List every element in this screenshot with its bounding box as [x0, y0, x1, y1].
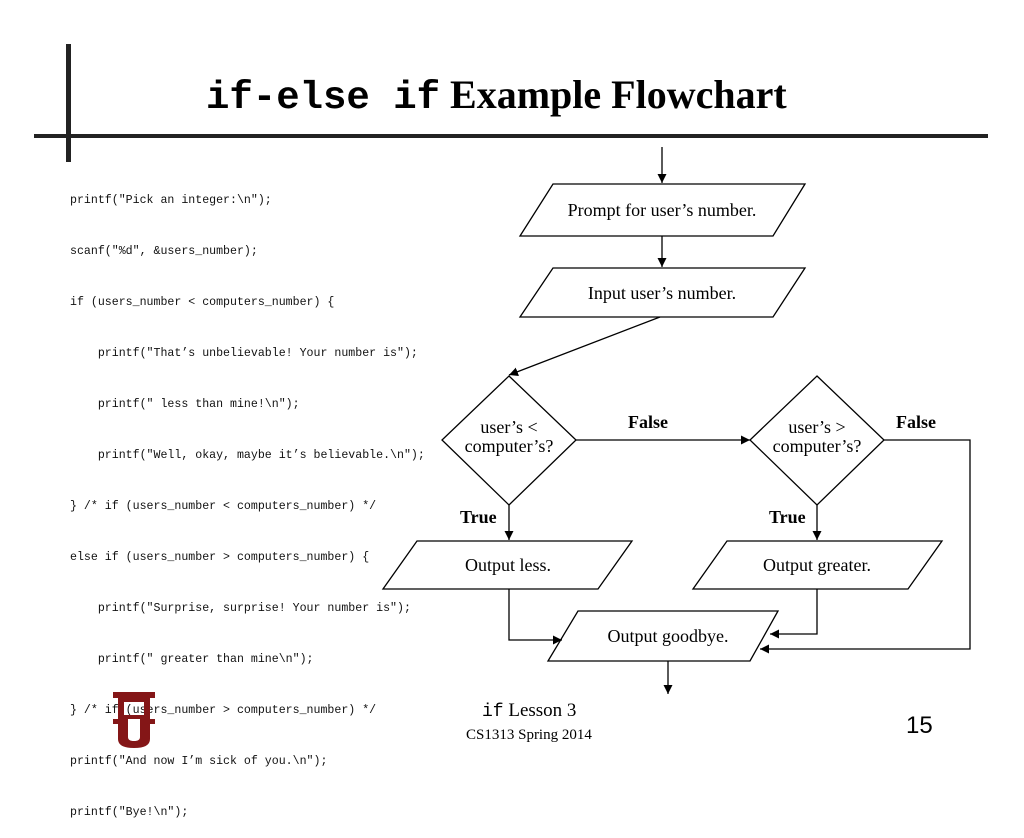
output-goodbye-box: [546, 610, 780, 662]
footer-keyword: if: [482, 702, 504, 722]
code-line: } /* if (users_number > computers_number…: [70, 704, 377, 717]
page-number: 15: [906, 712, 933, 739]
true-label-2: True: [769, 507, 806, 527]
output-less-label: Output less.: [465, 555, 551, 575]
footer-lesson: if Lesson 3: [482, 700, 576, 722]
slide-title: if-else if Example Flowchart: [206, 70, 787, 123]
ou-logo-icon: [113, 692, 155, 748]
code-line: printf("Bye!\n");: [70, 806, 189, 819]
code-line: scanf("%d", &users_number);: [70, 245, 258, 258]
code-line: else if (users_number > computers_number…: [70, 551, 370, 564]
prompt-box: [518, 183, 807, 237]
code-line: if (users_number < computers_number) {: [70, 296, 335, 309]
slide-title-code: if-else if: [206, 76, 441, 120]
output-greater-box: [691, 540, 944, 590]
true-label-1: True: [460, 507, 497, 527]
decision-greater-label-1: user’s >: [788, 417, 845, 437]
output-goodbye-label: Output goodbye.: [608, 626, 729, 646]
output-less-box: [381, 540, 634, 590]
false-arrow-2: [760, 439, 971, 654]
input-box: [518, 267, 807, 318]
greater-to-goodbye-arrow: [770, 589, 818, 639]
decision-less-label-2: computer’s?: [465, 436, 554, 456]
code-line: printf(" greater than mine\n");: [70, 653, 314, 666]
decision-greater-label-2: computer’s?: [773, 436, 862, 456]
code-line: printf("Pick an integer:\n");: [70, 194, 272, 207]
code-line: printf("That’s unbelievable! Your number…: [70, 347, 418, 360]
input-to-decision-arrow: [508, 316, 661, 376]
title-rule-horizontal: [34, 134, 988, 138]
false-label-1: False: [628, 412, 668, 432]
title-rule-vertical: [66, 44, 71, 162]
code-line: printf(" less than mine!\n");: [70, 398, 300, 411]
output-greater-label: Output greater.: [763, 555, 871, 575]
code-line: printf("And now I’m sick of you.\n");: [70, 755, 328, 768]
input-label: Input user’s number.: [588, 283, 736, 303]
code-line: printf("Well, okay, maybe it’s believabl…: [70, 449, 425, 462]
less-to-goodbye-arrow: [508, 589, 562, 645]
code-line: } /* if (users_number < computers_number…: [70, 500, 377, 513]
decision-less-label-1: user’s <: [480, 417, 537, 437]
false-label-2: False: [896, 412, 936, 432]
footer-lesson-label: Lesson 3: [508, 700, 577, 721]
prompt-label: Prompt for user’s number.: [568, 200, 757, 220]
flowchart: Prompt for user’s number. Input user’s n…: [381, 147, 971, 694]
footer-course: CS1313 Spring 2014: [466, 727, 592, 743]
slide-title-text: Example Flowchart: [450, 72, 787, 117]
code-line: printf("Surprise, surprise! Your number …: [70, 602, 411, 615]
